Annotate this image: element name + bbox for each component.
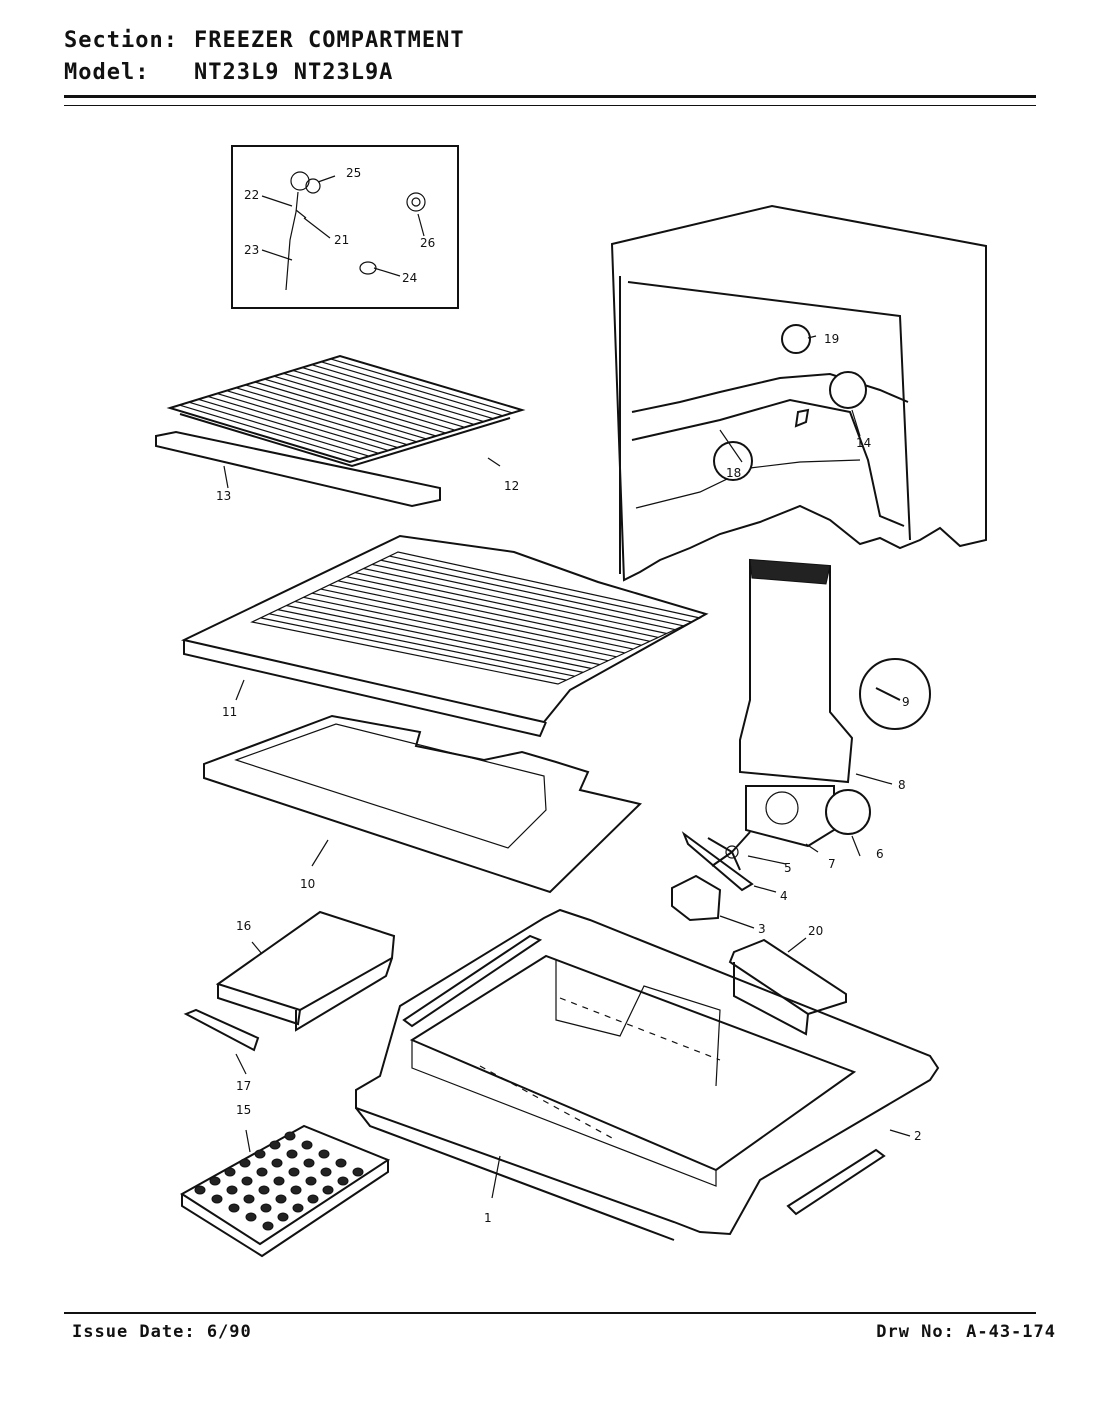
callout-18: 18 <box>726 466 741 480</box>
ice-cube-cell <box>286 1149 298 1159</box>
ice-cube-cell <box>269 1140 281 1150</box>
ice-cube-cell <box>305 1176 317 1186</box>
model-value: NT23L9 NT23L9A <box>194 60 394 85</box>
freezer-cabinet <box>610 204 987 582</box>
ice-cube-cell <box>271 1158 283 1168</box>
ice-cube-cell <box>335 1158 347 1168</box>
callout-9: 9 <box>902 695 910 709</box>
callout-1: 1 <box>484 1211 492 1225</box>
callout-2: 2 <box>914 1129 922 1143</box>
callout-16: 16 <box>236 919 251 933</box>
callout-8: 8 <box>898 778 906 792</box>
ice-cube-cell <box>209 1176 221 1186</box>
callout-3: 3 <box>758 922 766 936</box>
ice-cube-cell <box>260 1203 272 1213</box>
callout-20: 20 <box>808 924 823 938</box>
freezer-floor <box>355 908 940 1241</box>
ice-cube-cell <box>254 1149 266 1159</box>
footer-rule <box>64 1312 1036 1314</box>
header-rule-thin <box>64 105 1036 106</box>
ice-cube-cell <box>241 1176 253 1186</box>
ice-cube-cell <box>292 1203 304 1213</box>
ice-cube-cell <box>307 1194 319 1204</box>
floor-liner <box>203 714 643 894</box>
callout-4: 4 <box>780 889 788 903</box>
section-value: FREEZER COMPARTMENT <box>194 28 465 53</box>
wire-shelf <box>155 354 526 508</box>
issue-date: Issue Date: 6/90 <box>72 1322 252 1342</box>
ice-bin <box>183 910 396 1052</box>
ice-cube-cell <box>288 1167 300 1177</box>
ice-cube-cell <box>194 1185 206 1195</box>
ice-cube-cell <box>245 1212 257 1222</box>
ice-cube-cell <box>224 1167 236 1177</box>
model-heading: Model: NT23L9 NT23L9A <box>64 60 393 85</box>
ice-cube-cell <box>277 1212 289 1222</box>
ice-cube-cell <box>303 1158 315 1168</box>
callout-6: 6 <box>876 847 884 861</box>
fan-motor <box>671 831 754 922</box>
ice-cube-cell <box>352 1167 364 1177</box>
callout-12: 12 <box>504 479 519 493</box>
light-assembly-inset <box>231 145 459 309</box>
header-rule-thick <box>64 95 1036 98</box>
evaporator-cover <box>728 938 847 1036</box>
callout-10: 10 <box>300 877 315 891</box>
callout-23: 23 <box>244 243 259 257</box>
callout-13: 13 <box>216 489 231 503</box>
ice-cube-cell <box>284 1131 296 1141</box>
ice-cube-cell <box>301 1140 313 1150</box>
ice-cube-tray <box>180 1124 391 1258</box>
callout-14: 14 <box>856 436 871 450</box>
callout-15: 15 <box>236 1103 251 1117</box>
callout-11: 11 <box>222 705 237 719</box>
ice-cube-cell <box>211 1194 223 1204</box>
callout-26: 26 <box>420 236 435 250</box>
ice-cube-cell <box>337 1176 349 1186</box>
air-duct <box>739 558 931 784</box>
fan-bracket <box>745 785 871 848</box>
ice-cube-cell <box>256 1167 268 1177</box>
freezer-shelf <box>180 534 709 738</box>
callout-19: 19 <box>824 332 839 346</box>
drawing-number: Drw No: A-43-174 <box>876 1322 1056 1342</box>
ice-cube-cell <box>320 1167 332 1177</box>
ice-cube-cell <box>239 1158 251 1168</box>
ice-cube-cell <box>318 1149 330 1159</box>
model-label: Model: <box>64 60 150 85</box>
ice-cube-cell <box>226 1185 238 1195</box>
callout-24: 24 <box>402 271 417 285</box>
callout-labels: 25 22 21 23 26 24 12 13 19 14 18 11 10 8… <box>216 166 922 1225</box>
leader-lines <box>223 175 911 1199</box>
section-heading: Section: FREEZER COMPARTMENT <box>64 28 465 53</box>
callout-21: 21 <box>334 233 349 247</box>
section-label: Section: <box>64 28 178 53</box>
ice-cube-cell <box>243 1194 255 1204</box>
callout-25: 25 <box>346 166 361 180</box>
ice-cube-cell <box>322 1185 334 1195</box>
callout-5: 5 <box>784 861 792 875</box>
ice-cube-cell <box>275 1194 287 1204</box>
ice-cube-cell <box>262 1221 274 1231</box>
ice-cube-cell <box>258 1185 270 1195</box>
callout-22: 22 <box>244 188 259 202</box>
callout-17: 17 <box>236 1079 251 1093</box>
ice-cube-cell <box>228 1203 240 1213</box>
ice-cube-cell <box>290 1185 302 1195</box>
callout-7: 7 <box>828 857 836 871</box>
ice-cube-cell <box>273 1176 285 1186</box>
